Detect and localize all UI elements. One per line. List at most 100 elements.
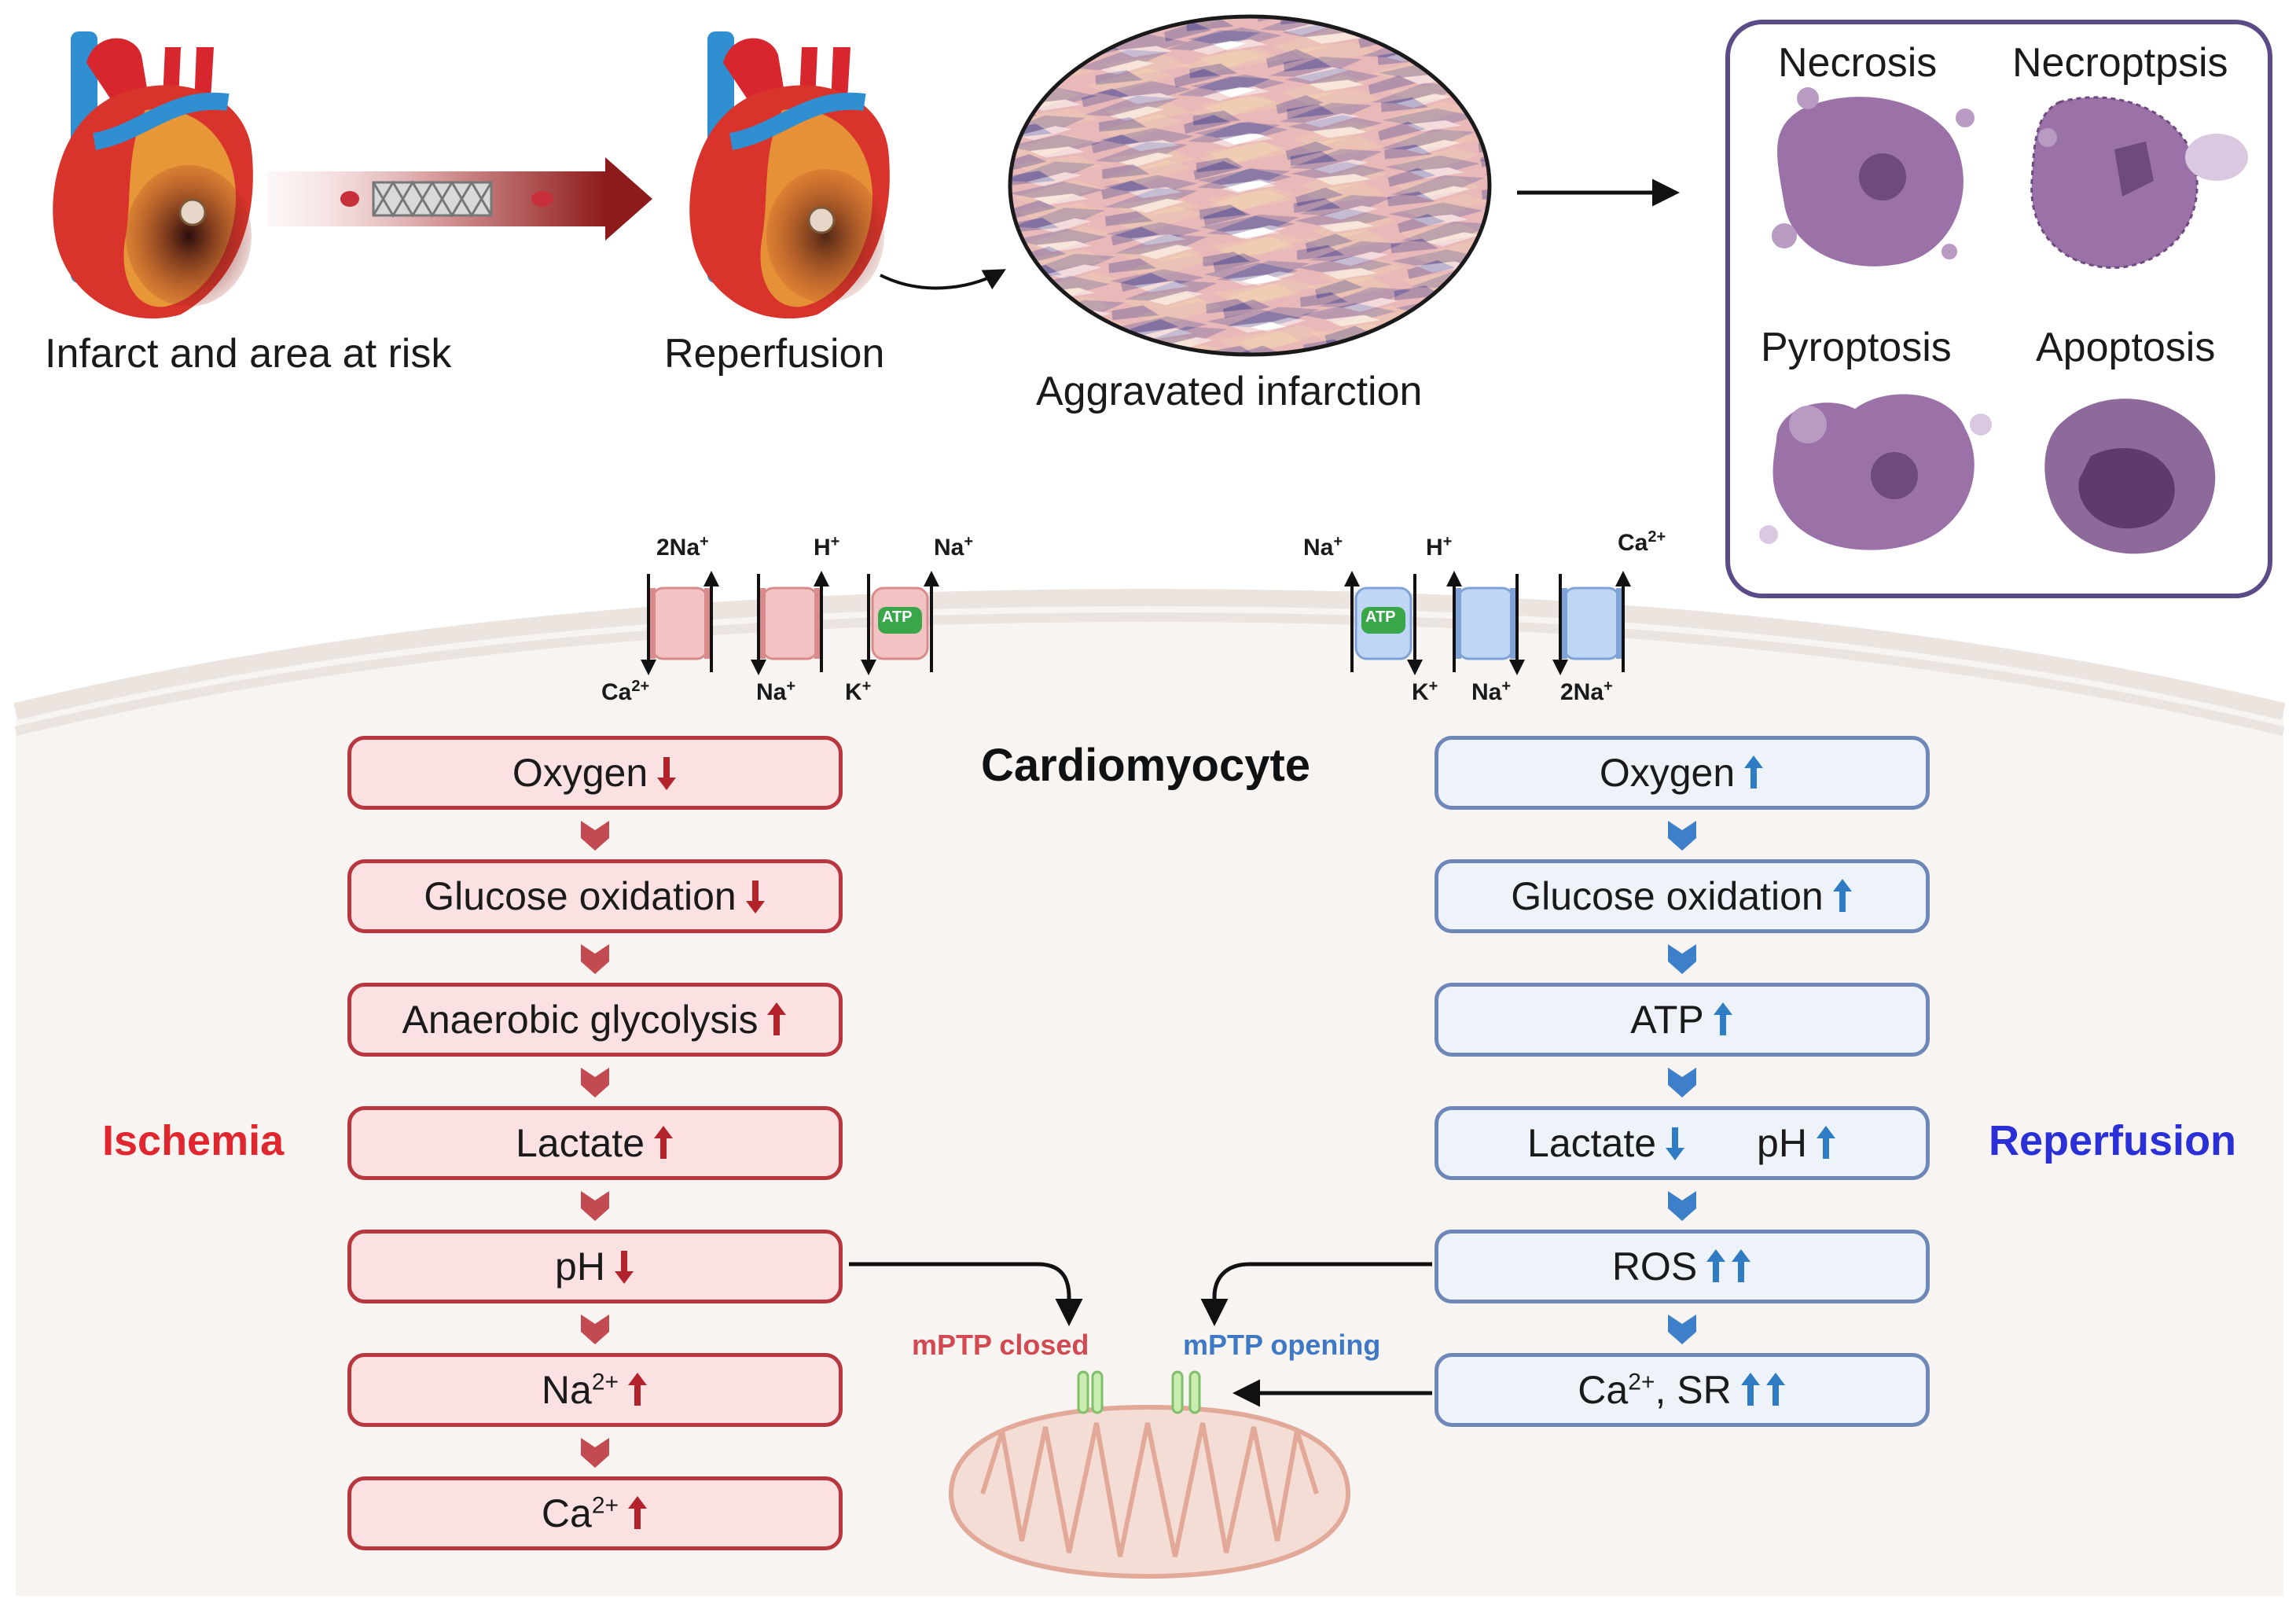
- up-arrow-icon: [767, 1002, 787, 1035]
- ischemia-step: Anaerobic glycolysis: [347, 983, 843, 1057]
- chevron-down-icon: [581, 1068, 609, 1097]
- stent-vessel-arrow: [267, 157, 652, 241]
- channel-ncx-left: [641, 571, 719, 675]
- step-text: Na2+: [541, 1368, 619, 1412]
- chevron-down-icon: [1668, 1068, 1696, 1097]
- step-text: Ca2+, SR: [1578, 1368, 1732, 1412]
- heart-infarct-illustration: [53, 31, 253, 319]
- ion-label: 2Na+: [1560, 678, 1613, 705]
- connector-ros-to-mptp: [1200, 1262, 1432, 1326]
- chevron-down-icon: [581, 1191, 609, 1221]
- apoptosis-label: Apoptosis: [2036, 325, 2216, 370]
- reperfusion-step: Oxygen: [1435, 736, 1930, 810]
- ion-label: Na+: [1303, 533, 1343, 561]
- chevron-down-icon: [581, 1314, 609, 1344]
- down-arrow-icon: [657, 757, 677, 790]
- ion-label: H+: [814, 533, 840, 561]
- chevron-down-icon: [581, 821, 609, 851]
- channel-nak-atpase-left: [861, 571, 939, 675]
- left-ion-channels: [641, 571, 939, 675]
- cardiomyocyte-title: Cardiomyocyte: [981, 740, 1311, 791]
- step-text: Oxygen: [1599, 751, 1736, 795]
- up-arrow-icon: [628, 1373, 648, 1406]
- heart-reperfusion-illustration: [689, 31, 890, 319]
- ion-label: K+: [845, 678, 872, 705]
- reperfusion-caption: Reperfusion: [664, 331, 885, 377]
- step-text: pH: [1757, 1121, 1807, 1165]
- down-arrow-icon: [745, 881, 765, 914]
- atp-badge-right: ATP: [1365, 608, 1396, 626]
- pyroptosis-label: Pyroptosis: [1761, 325, 1952, 370]
- chevron-down-icon: [1668, 1314, 1696, 1344]
- step-text: pH: [555, 1245, 605, 1289]
- down-arrow-icon: [1666, 1127, 1685, 1160]
- reperfusion-step: Glucose oxidation: [1435, 859, 1930, 933]
- chevron-down-icon: [581, 944, 609, 974]
- ion-label: Na+: [934, 533, 974, 561]
- infarct-caption: Infarct and area at risk: [45, 331, 452, 377]
- tissue-oval: [1008, 14, 1492, 357]
- channel-nak-atpase-right: [1344, 571, 1423, 675]
- mptp-closed-label: mPTP closed: [912, 1329, 1089, 1361]
- step-text: Oxygen: [512, 751, 648, 795]
- reperfusion-label: Reperfusion: [1989, 1117, 2237, 1164]
- curved-arrow: [880, 269, 1006, 290]
- channel-nhe-right: [1446, 571, 1525, 675]
- step-text: Anaerobic glycolysis: [402, 998, 759, 1042]
- atp-badge-left: ATP: [882, 608, 913, 626]
- ischemia-chevrons: [581, 821, 609, 1468]
- up-arrow-icon: [1816, 1126, 1835, 1159]
- ion-label: K+: [1412, 678, 1438, 705]
- up-arrow-icon: [628, 1496, 648, 1529]
- ion-label: Ca2+: [1618, 528, 1666, 556]
- ischemia-step: Na2+: [347, 1353, 843, 1427]
- step-text: Glucose oxidation: [424, 874, 737, 918]
- reperfusion-step: ATP: [1435, 983, 1930, 1057]
- step-text: Ca2+: [541, 1491, 619, 1535]
- ion-label: H+: [1426, 533, 1453, 561]
- chevron-down-icon: [1668, 1191, 1696, 1221]
- ischemia-step: Lactate: [347, 1106, 843, 1180]
- connector-ph-to-mptp: [849, 1262, 1083, 1326]
- aggravated-caption: Aggravated infarction: [1036, 369, 1423, 414]
- up-arrow-icon: [1713, 1002, 1732, 1035]
- chevron-down-icon: [1668, 821, 1696, 851]
- step-text: Lactate: [1527, 1121, 1657, 1165]
- ischemia-step: Glucose oxidation: [347, 859, 843, 933]
- up-arrow-icon: [1832, 879, 1852, 912]
- reperfusion-step: Ca2+, SR: [1435, 1353, 1930, 1427]
- ion-label: 2Na+: [656, 533, 709, 561]
- double-up-arrow-icon: [1706, 1249, 1751, 1282]
- chevron-down-icon: [1668, 944, 1696, 974]
- mptp-opening-label: mPTP opening: [1183, 1329, 1381, 1361]
- ion-label: Na+: [1471, 678, 1512, 705]
- necroptosis-cell-icon: [2030, 96, 2248, 269]
- step-text: ATP: [1630, 998, 1704, 1042]
- cell-membrane: [13, 588, 2286, 720]
- down-arrow-icon: [614, 1251, 634, 1284]
- ischemia-step: Ca2+: [347, 1476, 843, 1550]
- right-ion-channels: [1344, 571, 1631, 675]
- up-arrow-icon: [654, 1126, 673, 1159]
- step-text: Glucose oxidation: [1511, 874, 1824, 918]
- mitochondrion: [948, 1370, 1351, 1579]
- ion-label: Ca2+: [601, 678, 650, 705]
- channel-ncx-right: [1552, 571, 1631, 675]
- necrosis-label: Necrosis: [1778, 40, 1938, 86]
- step-text: ROS: [1611, 1245, 1698, 1289]
- up-arrow-icon: [1744, 756, 1764, 789]
- ischemia-step: pH: [347, 1230, 843, 1303]
- cell-body: [16, 597, 2283, 1596]
- reperfusion-step: Lactate pH: [1435, 1106, 1930, 1180]
- ion-label: Na+: [756, 678, 796, 705]
- ischemia-step: Oxygen: [347, 736, 843, 810]
- necroptosis-label: Necroptpsis: [2012, 40, 2228, 86]
- channel-nhe-left: [751, 571, 829, 675]
- double-up-arrow-icon: [1740, 1373, 1785, 1406]
- chevron-down-icon: [581, 1438, 609, 1468]
- reperfusion-step: ROS: [1435, 1230, 1930, 1303]
- necrosis-cell-icon: [1772, 87, 1975, 267]
- reperfusion-chevrons: [1668, 821, 1696, 1344]
